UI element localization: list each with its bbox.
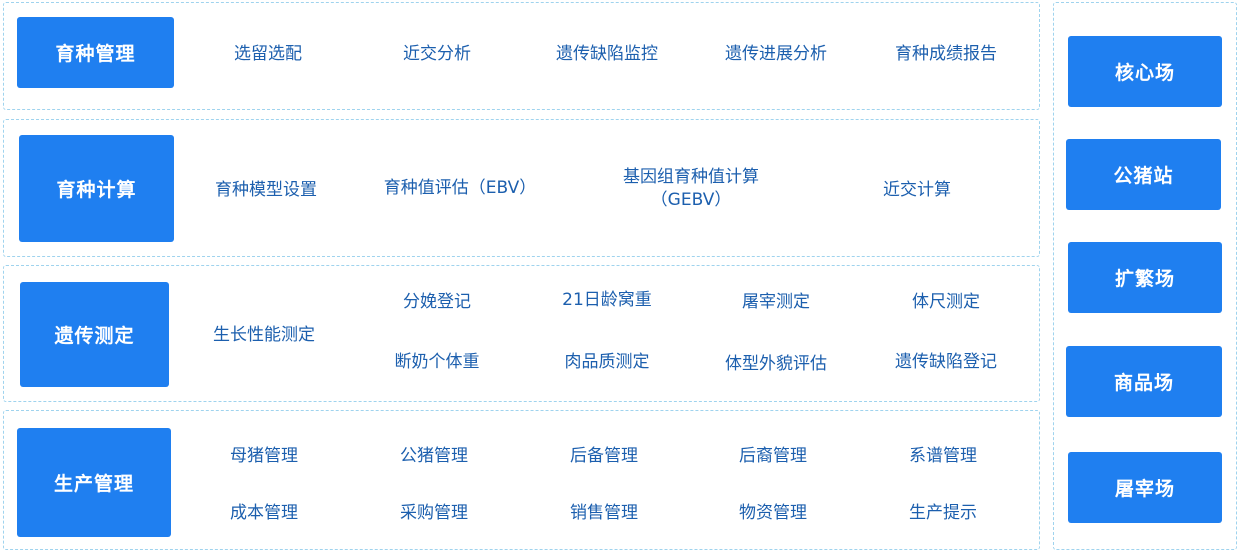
inbreeding-calc-item[interactable]: 近交计算 (883, 180, 951, 200)
materials-management-item[interactable]: 物资管理 (739, 503, 807, 523)
progeny-management-item[interactable]: 后裔管理 (739, 446, 807, 466)
genetic-testing-button[interactable]: 遗传测定 (20, 282, 169, 387)
genetic-defect-registration-item[interactable]: 遗传缺陷登记 (895, 352, 997, 372)
sow-management-item[interactable]: 母猪管理 (230, 446, 298, 466)
production-alert-item[interactable]: 生产提示 (909, 503, 977, 523)
multiplier-farm-button[interactable]: 扩繁场 (1068, 242, 1222, 313)
genetic-defect-monitor-item[interactable]: 遗传缺陷监控 (556, 44, 658, 64)
boar-management-item[interactable]: 公猪管理 (400, 446, 468, 466)
slaughter-test-item[interactable]: 屠宰测定 (742, 292, 810, 312)
production-management-panel (3, 410, 1040, 550)
weaning-weight-item[interactable]: 断奶个体重 (394, 352, 480, 372)
select-mating-item[interactable]: 选留选配 (234, 44, 302, 64)
breeding-model-setup-item[interactable]: 育种模型设置 (215, 180, 317, 200)
slaughterhouse-button[interactable]: 屠宰场 (1068, 452, 1222, 523)
pedigree-management-item[interactable]: 系谱管理 (909, 446, 977, 466)
boar-station-button[interactable]: 公猪站 (1066, 139, 1221, 210)
gebv-item-line2[interactable]: （GEBV） (650, 190, 732, 210)
commercial-farm-button[interactable]: 商品场 (1066, 346, 1222, 417)
genetic-testing-panel (3, 265, 1040, 402)
breeding-calculation-button[interactable]: 育种计算 (19, 135, 174, 242)
gebv-item-line1[interactable]: 基因组育种值计算 (623, 167, 759, 187)
cost-management-item[interactable]: 成本管理 (230, 503, 298, 523)
core-farm-button[interactable]: 核心场 (1068, 36, 1222, 107)
ebv-item[interactable]: 育种值评估（EBV） (383, 178, 537, 198)
production-management-button[interactable]: 生产管理 (17, 428, 171, 537)
body-size-test-item[interactable]: 体尺测定 (912, 292, 980, 312)
meat-quality-item[interactable]: 肉品质测定 (564, 352, 650, 372)
purchase-management-item[interactable]: 采购管理 (400, 503, 468, 523)
farm-types-panel (1053, 2, 1237, 550)
sales-management-item[interactable]: 销售管理 (570, 503, 638, 523)
inbreeding-analysis-item[interactable]: 近交分析 (403, 44, 471, 64)
litter-weight-21d-item[interactable]: 21日龄窝重 (562, 290, 652, 310)
breeding-management-button[interactable]: 育种管理 (17, 17, 174, 88)
breeding-calculation-panel (3, 119, 1040, 257)
conformation-evaluation-item[interactable]: 体型外貌评估 (725, 354, 827, 374)
breeding-report-item[interactable]: 育种成绩报告 (895, 44, 997, 64)
genetic-progress-analysis-item[interactable]: 遗传进展分析 (725, 44, 827, 64)
reserve-management-item[interactable]: 后备管理 (570, 446, 638, 466)
growth-performance-item[interactable]: 生长性能测定 (213, 325, 315, 345)
farrowing-registration-item[interactable]: 分娩登记 (403, 292, 471, 312)
breeding-management-panel (3, 2, 1040, 110)
